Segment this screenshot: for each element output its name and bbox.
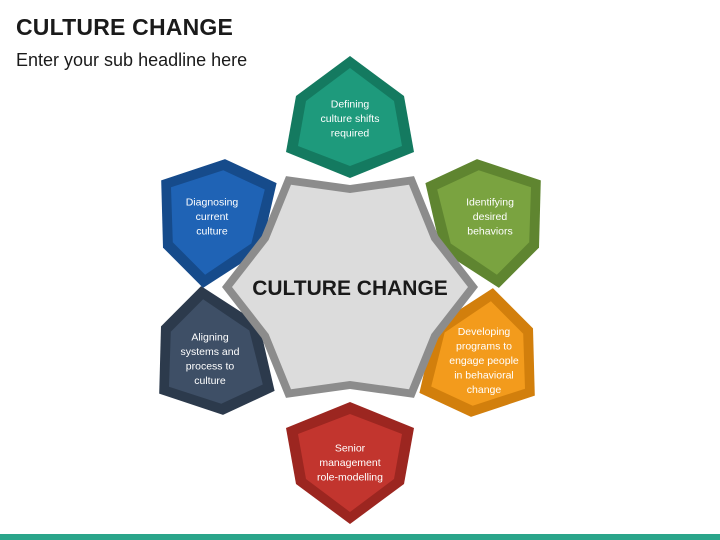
petal-fill [431,301,525,406]
petal-top: Defining culture shifts required [286,56,414,178]
petal-label-line: Identifying [466,197,514,209]
petal-label-line: systems and [181,346,240,358]
petal-label-line: current [196,211,229,223]
petal-label-line: in behavioral [454,370,514,382]
petal-label-line: programs to [456,341,512,353]
petal-fill [298,68,402,166]
bottom-accent-bar [0,534,720,540]
petal-label-line: required [331,128,370,140]
petal-fill [169,299,263,404]
petal-label-line: Defining [331,99,370,111]
petal-label: Developing programs to engage people in beh… [449,326,519,396]
petal-label: Identifying desired behaviors [466,197,514,238]
petal-label-line: management [319,457,380,469]
slide-subtitle: Enter your sub headline here [16,50,248,70]
petal-label: Aligning systems and process to culture [181,331,240,387]
petal-label-line: Diagnosing [186,197,239,209]
petal-label-line: Developing [458,326,511,338]
petal-label-line: change [467,384,502,396]
petal-label-line: Aligning [191,331,229,343]
petal-label-line: engage people [449,355,519,367]
petal-bottom: Senior management role-modelling [286,402,414,524]
petal-fill [171,170,265,275]
petal-label: Senior management role-modelling [317,443,383,484]
petal-label-line: culture shifts [321,113,380,125]
petal-label-line: culture [194,375,226,387]
petal-label-line: process to [186,360,235,372]
petal-label: Defining culture shifts required [321,99,380,140]
petal-label: Diagnosing current culture [186,197,239,238]
petal-upper-right: Identifying desired behaviors [425,159,541,288]
petal-label-line: role-modelling [317,472,383,484]
petal-label-line: Senior [335,443,366,455]
petal-fill [298,414,402,512]
petal-lower-left: Aligning systems and process to culture [159,286,275,415]
center-star: CULTURE CHANGE [222,176,478,398]
center-label: CULTURE CHANGE [252,277,448,300]
slide-title: CULTURE CHANGE [16,14,234,40]
petal-fill [437,170,531,275]
petal-label-line: culture [196,226,228,238]
petal-label-line: behaviors [467,226,513,238]
petal-label-line: desired [473,211,508,223]
center-star-fill [232,184,468,390]
